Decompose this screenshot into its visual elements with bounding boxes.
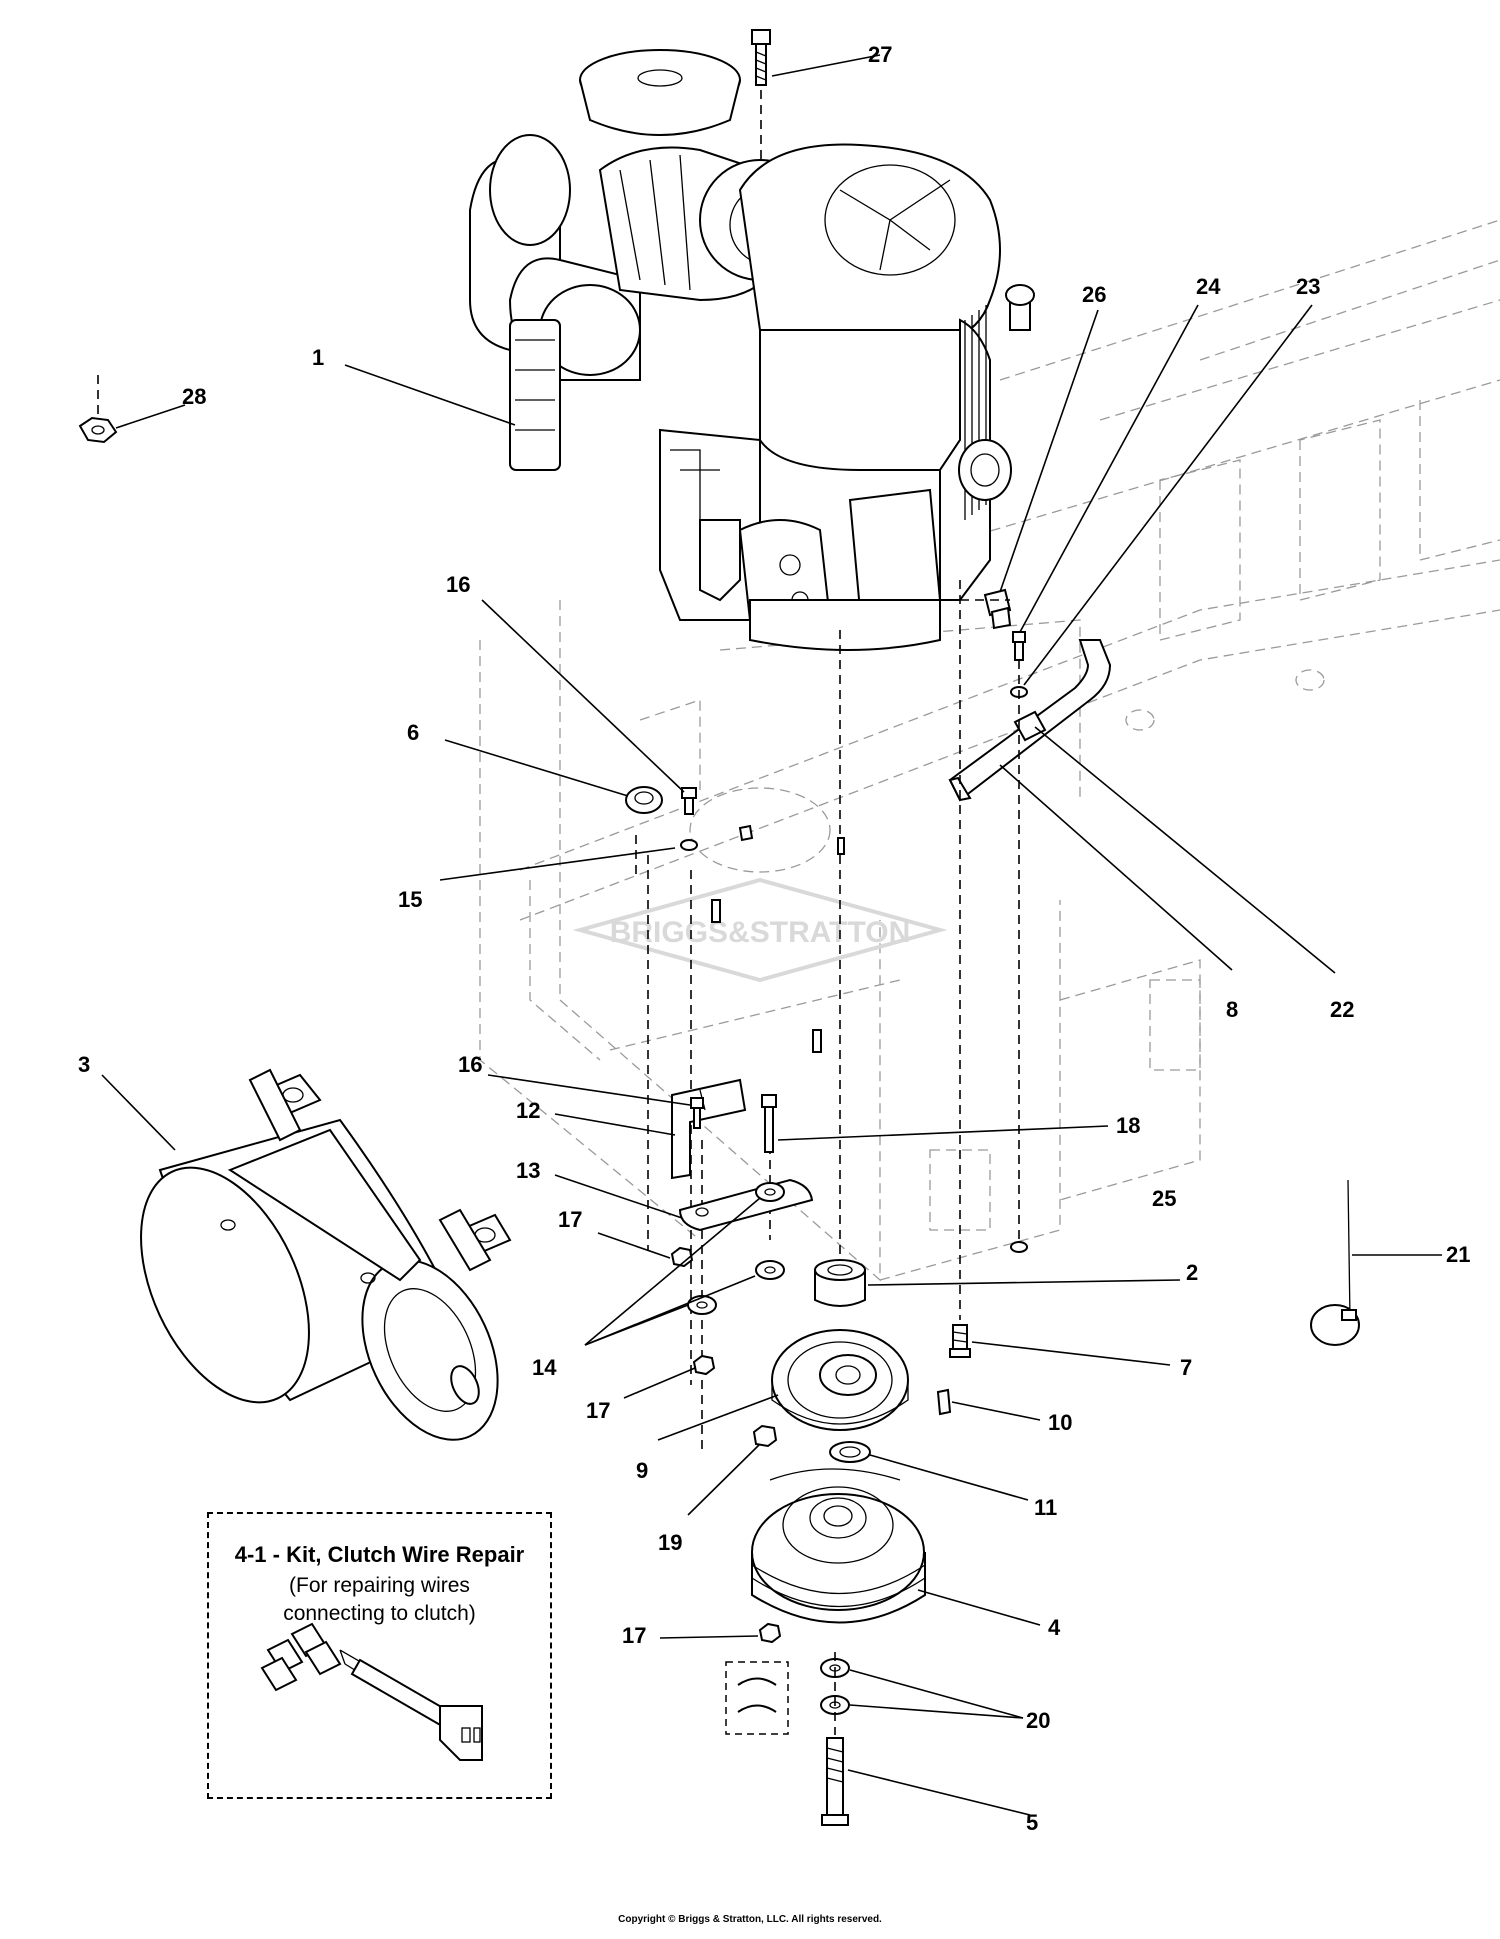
callout-17-middle: 17: [586, 1398, 610, 1423]
briggs-stratton-watermark: BRIGGS&STRATTON: [572, 877, 948, 983]
watermark-text: BRIGGS&STRATTON: [610, 916, 911, 949]
part-18-bolt: [761, 1094, 777, 1153]
part-24-bolt: [1012, 631, 1026, 661]
callout-20: 20: [1026, 1708, 1050, 1733]
callout-15: 15: [398, 887, 422, 912]
spacer-shims: [725, 1661, 789, 1735]
callout-28: 28: [182, 384, 206, 409]
part-19-nut: [752, 1424, 778, 1448]
part-25-washer: [1010, 1241, 1028, 1253]
callout-8: 8: [1226, 997, 1238, 1022]
part-2-bushing: [814, 1259, 866, 1307]
clutch-wire-repair-illustration: [260, 1622, 483, 1761]
callout-26: 26: [1082, 282, 1106, 307]
leader-lines: [101, 54, 1442, 1816]
part-10-key: [936, 1388, 952, 1416]
part-16-bolt-upper: [681, 787, 697, 815]
part-5-bolt: [821, 1737, 849, 1826]
callout-24: 24: [1196, 274, 1221, 299]
kit-box: 4-1 - Kit, Clutch Wire Repair (For repai…: [207, 1512, 552, 1799]
callout-2: 2: [1186, 1260, 1198, 1285]
part-4-clutch: [751, 1468, 926, 1624]
part-27-bolt: [751, 29, 771, 86]
part-15-washer: [680, 839, 698, 851]
callout-17-upper: 17: [558, 1207, 582, 1232]
part-28-nut: [78, 416, 118, 444]
callout-27: 27: [868, 42, 892, 67]
part-9-pulley: [771, 1329, 909, 1431]
callout-11: 11: [1034, 1495, 1057, 1520]
callout-labels: 1 2 3 4 5 6 7 8 9 10 11 12 13 14 15 16 1…: [78, 42, 1470, 1835]
kit-title: 4-1 - Kit, Clutch Wire Repair: [234, 1542, 525, 1567]
callout-4: 4: [1048, 1615, 1061, 1640]
part-13-plate: [678, 1178, 814, 1232]
callout-5: 5: [1026, 1810, 1038, 1835]
callout-9: 9: [636, 1458, 648, 1483]
part-16-bolt-lower: [690, 1097, 704, 1129]
part-7-bolt: [949, 1324, 971, 1358]
callout-25: 25: [1152, 1186, 1176, 1211]
kit-description: (For repairing wires connecting to clutc…: [283, 1574, 476, 1625]
part-12-bracket: [671, 1078, 747, 1180]
part-22-clamp: [1013, 710, 1047, 742]
callout-6: 6: [407, 720, 419, 745]
callout-7: 7: [1180, 1355, 1192, 1380]
callout-1: 1: [312, 345, 324, 370]
part-11-washer: [829, 1441, 871, 1463]
engine: [469, 49, 1035, 651]
callout-16-lower: 16: [458, 1052, 482, 1077]
callout-13: 13: [516, 1158, 540, 1183]
part-8-hose: [948, 639, 1112, 802]
part-6-grommet: [625, 786, 663, 814]
callout-12: 12: [516, 1098, 540, 1123]
callout-16-upper: 16: [446, 572, 470, 597]
part-3-muffler: [140, 1068, 512, 1441]
callout-3: 3: [78, 1052, 90, 1077]
callout-21: 21: [1446, 1242, 1470, 1267]
part-26-fitting: [983, 588, 1012, 630]
callout-18: 18: [1116, 1113, 1140, 1138]
callout-23: 23: [1296, 274, 1320, 299]
callout-17-lower: 17: [622, 1623, 646, 1648]
part-21-cable-tie: [1310, 1179, 1360, 1346]
callout-10: 10: [1048, 1410, 1072, 1435]
deck-studs: [711, 824, 845, 1053]
callout-19: 19: [658, 1530, 682, 1555]
callout-22: 22: [1330, 997, 1354, 1022]
copyright-footer: Copyright © Briggs & Stratton, LLC. All …: [618, 1914, 882, 1925]
callout-14: 14: [532, 1355, 557, 1380]
part-17-nuts: [670, 1246, 782, 1644]
